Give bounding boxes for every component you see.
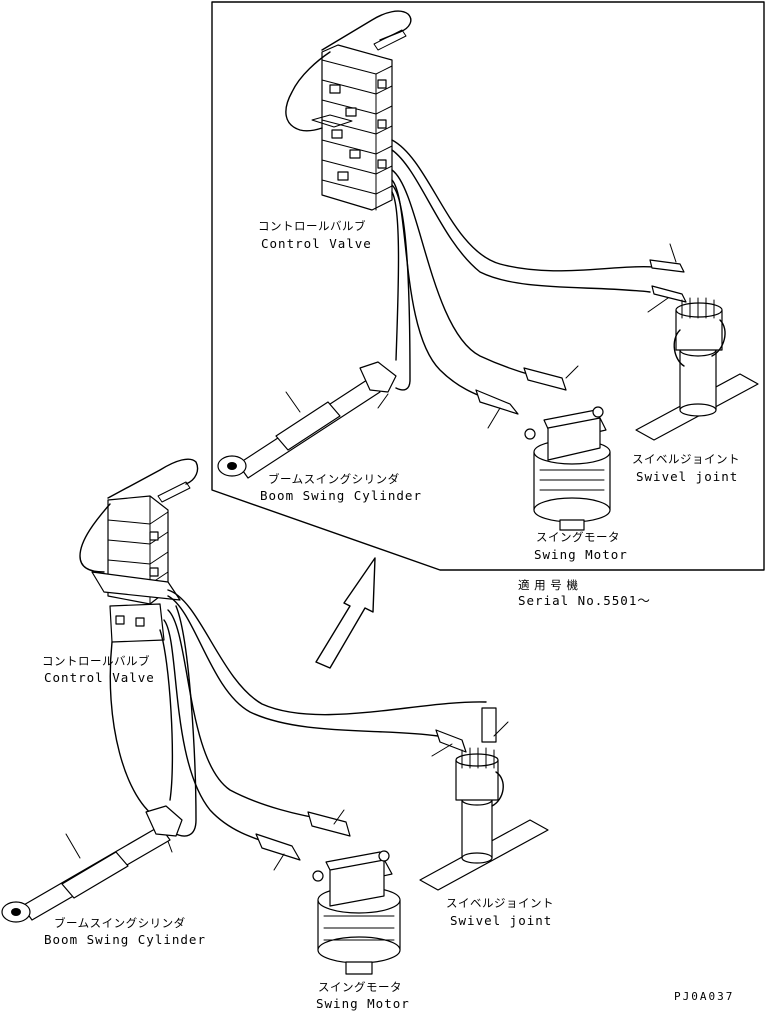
inset-control-valve bbox=[311, 44, 393, 211]
main-boom-swing-cylinder-label-jp: ブームスイングシリンダ bbox=[54, 916, 186, 930]
applicability-serial-number: Serial No.5501～ bbox=[518, 593, 651, 608]
direction-arrow bbox=[315, 557, 376, 669]
inset-boom-swing-cylinder-label-en: Boom Swing Cylinder bbox=[260, 488, 422, 503]
inset-control-valve-label-en: Control Valve bbox=[261, 236, 372, 251]
main-swivel-joint bbox=[419, 747, 549, 891]
inset-assembly bbox=[217, 10, 759, 531]
main-boom-swing-cylinder bbox=[1, 805, 183, 923]
inset-swing-motor-label-en: Swing Motor bbox=[534, 547, 628, 562]
main-control-valve bbox=[91, 495, 181, 643]
main-control-valve-label-en: Control Valve bbox=[44, 670, 155, 685]
main-swivel-joint-label-jp: スイベルジョイント bbox=[446, 896, 554, 910]
main-swing-motor bbox=[312, 850, 401, 975]
inset-swing-motor-label-jp: スイングモータ bbox=[536, 530, 620, 544]
drawing-code: PJ0A037 bbox=[674, 990, 735, 1003]
inset-swivel-joint-label-jp: スイベルジョイント bbox=[632, 452, 740, 466]
inset-swivel-joint bbox=[635, 297, 759, 441]
applicability-label-jp: 適 用 号 機 bbox=[518, 578, 579, 592]
inset-frame bbox=[211, 1, 765, 571]
inset-boom-swing-cylinder-label-jp: ブームスイングシリンダ bbox=[268, 472, 400, 486]
inset-swivel-joint-label-en: Swivel joint bbox=[636, 469, 739, 484]
main-swing-motor-label-jp: スイングモータ bbox=[318, 980, 402, 994]
inset-swing-motor bbox=[524, 406, 611, 531]
main-assembly bbox=[1, 458, 549, 975]
main-swing-motor-label-en: Swing Motor bbox=[316, 996, 410, 1011]
main-boom-swing-cylinder-label-en: Boom Swing Cylinder bbox=[44, 932, 206, 947]
inset-boom-swing-cylinder bbox=[217, 361, 397, 479]
main-swivel-joint-label-en: Swivel joint bbox=[450, 913, 553, 928]
inset-control-valve-label-jp: コントロールバルブ bbox=[258, 219, 366, 233]
main-control-valve-label-jp: コントロールバルブ bbox=[42, 654, 150, 668]
